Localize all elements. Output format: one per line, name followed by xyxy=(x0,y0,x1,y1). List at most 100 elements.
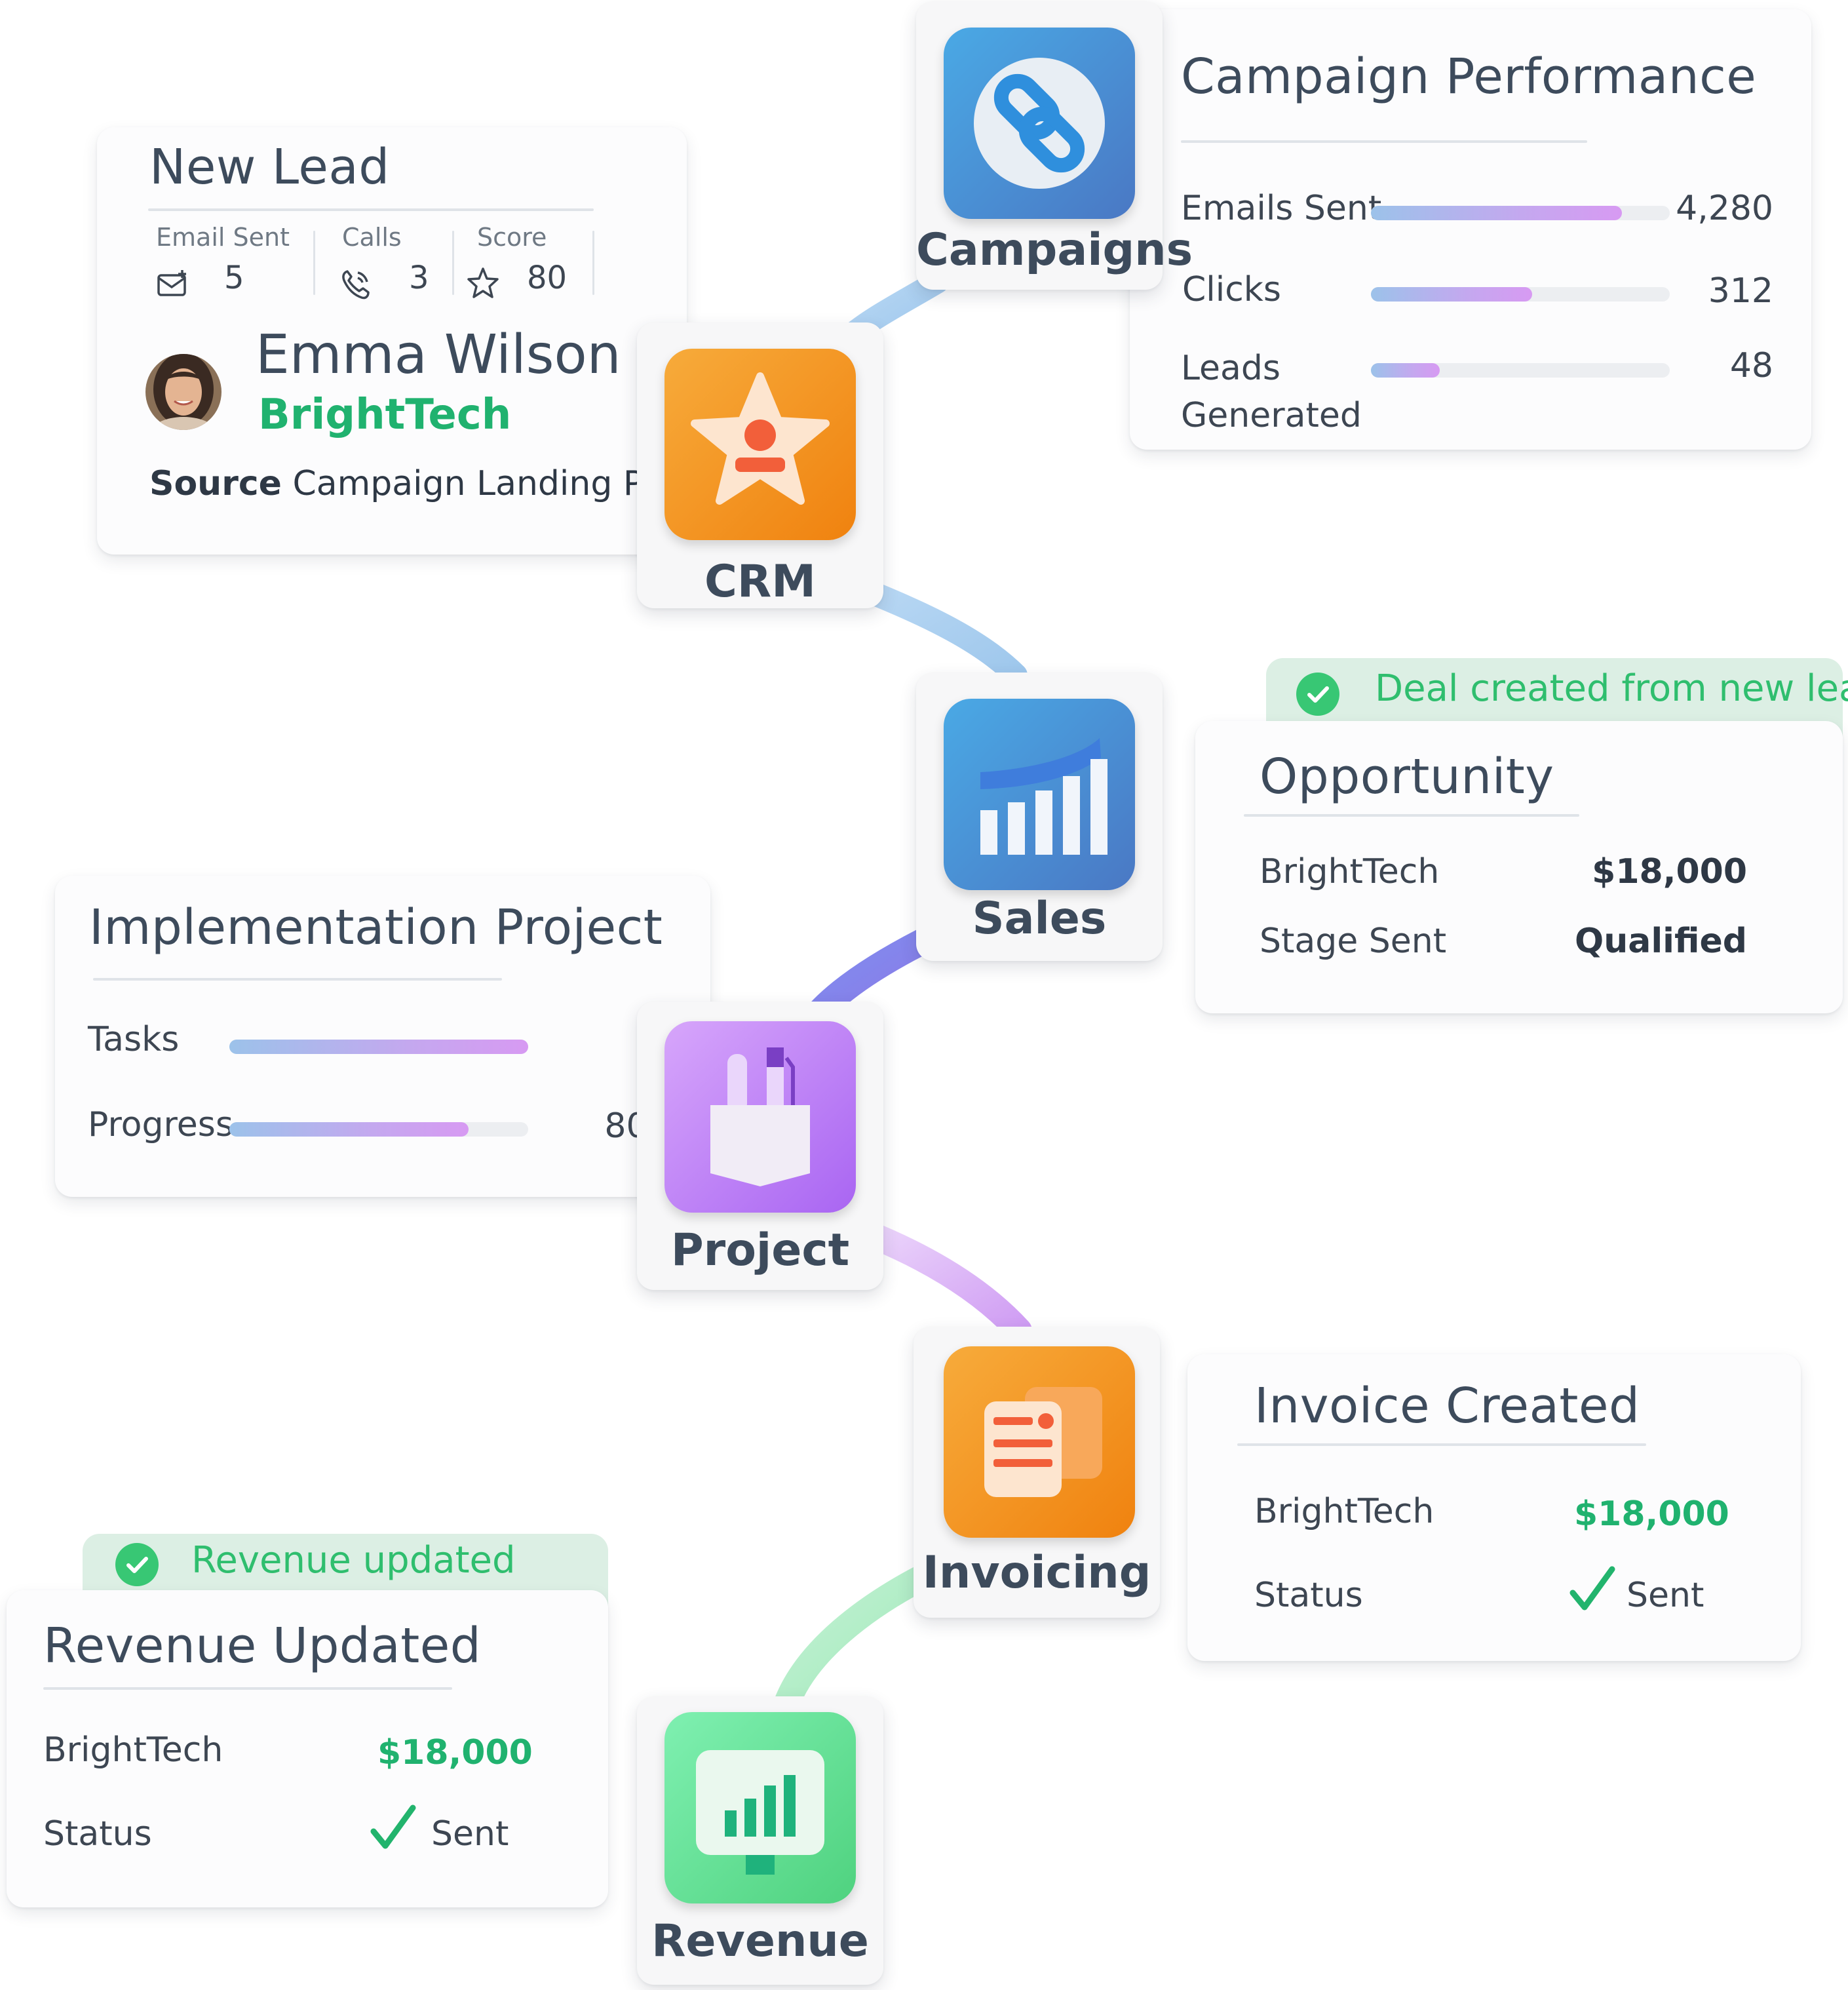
metric-label-leads-line2: Generated xyxy=(1181,396,1362,435)
metric-label-emails-sent: Emails Sent xyxy=(1181,189,1382,228)
project-bar-fill xyxy=(229,1040,528,1054)
link-icon xyxy=(974,58,1105,189)
project-label-tasks: Tasks xyxy=(88,1020,180,1059)
project-label-progress: Progress xyxy=(88,1105,233,1144)
invoice-status-value: Sent xyxy=(1627,1576,1704,1615)
stat-divider xyxy=(313,231,315,295)
title-divider xyxy=(1244,814,1579,817)
revenue-updated-card: Revenue Updated BrightTech $18,000 Statu… xyxy=(7,1590,608,1907)
checkmark-icon xyxy=(370,1805,416,1849)
monitor-chart-icon xyxy=(696,1750,824,1875)
campaigns-tile xyxy=(944,28,1135,219)
revenue-company: BrightTech xyxy=(43,1730,223,1770)
metric-bar-leads-generated xyxy=(1371,363,1670,378)
sales-tile xyxy=(944,699,1135,890)
campaign-performance-card: Campaign Performance Emails Sent 4,280 C… xyxy=(1130,9,1811,450)
invoice-amount: $18,000 xyxy=(1574,1494,1729,1534)
mail-icon xyxy=(157,270,186,296)
node-revenue[interactable]: Revenue xyxy=(637,1696,883,1985)
company-name: BrightTech xyxy=(258,391,512,439)
stat-value-email-sent: 5 xyxy=(224,260,244,296)
metric-bar-emails-sent xyxy=(1371,206,1670,220)
title-divider xyxy=(1237,1443,1646,1446)
node-crm[interactable]: CRM xyxy=(637,322,883,608)
stat-label-calls: Calls xyxy=(342,223,402,252)
new-lead-card: New Lead Email Sent Calls Score 5 3 80 E… xyxy=(97,127,706,555)
new-lead-title: New Lead xyxy=(149,139,390,195)
project-bar-fill xyxy=(229,1122,469,1137)
metric-value-clicks: 312 xyxy=(1708,271,1773,311)
invoice-created-card: Invoice Created BrightTech $18,000 Statu… xyxy=(1187,1354,1801,1661)
metric-bar-fill xyxy=(1371,363,1440,378)
folder-pencil-icon xyxy=(710,1047,810,1186)
stat-label-score: Score xyxy=(477,223,547,252)
invoice-status-label: Status xyxy=(1254,1576,1363,1615)
campaigns-label: Campaigns xyxy=(916,224,1193,276)
metric-bar-fill xyxy=(1371,206,1623,220)
metric-label-leads-line1: Leads xyxy=(1181,349,1281,388)
title-divider xyxy=(1181,140,1587,143)
project-tile xyxy=(664,1021,856,1213)
node-invoicing[interactable]: Invoicing xyxy=(914,1327,1160,1618)
implementation-project-title: Implementation Project xyxy=(89,899,663,956)
metric-bar-fill xyxy=(1371,287,1533,302)
star-icon xyxy=(467,267,499,298)
title-divider xyxy=(43,1687,452,1690)
stat-divider xyxy=(592,231,594,295)
revenue-status-label: Status xyxy=(43,1814,152,1854)
revenue-tile xyxy=(664,1712,856,1903)
connector-crm-sales xyxy=(853,578,1028,687)
invoicing-tile xyxy=(944,1346,1135,1538)
check-circle-icon xyxy=(1296,673,1339,716)
opportunity-amount: $18,000 xyxy=(1592,852,1747,891)
node-sales[interactable]: Sales xyxy=(916,673,1163,961)
invoice-company: BrightTech xyxy=(1254,1492,1434,1531)
invoicing-label: Invoicing xyxy=(922,1547,1151,1599)
invoice-icon xyxy=(984,1387,1102,1497)
revenue-label: Revenue xyxy=(651,1915,869,1967)
stat-value-score: 80 xyxy=(527,260,568,296)
source-value: Campaign Landing Page xyxy=(292,464,706,503)
check-circle-icon xyxy=(115,1543,159,1586)
crm-tile xyxy=(664,349,856,540)
opportunity-card: Opportunity BrightTech $18,000 Stage Sen… xyxy=(1195,721,1843,1013)
phone-icon xyxy=(342,270,370,300)
invoice-created-title: Invoice Created xyxy=(1254,1378,1640,1434)
stat-value-calls: 3 xyxy=(409,260,429,296)
connector-project-invoicing xyxy=(852,1219,1032,1344)
node-project[interactable]: Project xyxy=(637,1002,883,1290)
project-label: Project xyxy=(670,1224,850,1276)
stat-divider xyxy=(452,231,454,295)
source-label: Source xyxy=(149,464,282,503)
contact-name: Emma Wilson xyxy=(256,324,621,386)
connector-invoicing-revenue xyxy=(773,1560,944,1717)
crm-label: CRM xyxy=(704,556,816,608)
stat-label-email-sent: Email Sent xyxy=(156,223,290,252)
lead-source: Source Campaign Landing Page xyxy=(149,464,706,503)
title-divider xyxy=(148,208,594,211)
opportunity-company: BrightTech xyxy=(1260,852,1440,891)
deal-created-text: Deal created from new lead xyxy=(1375,667,1848,710)
title-divider xyxy=(93,978,502,981)
bar-chart-icon xyxy=(980,738,1107,855)
implementation-project-card: Implementation Project Tasks 12 Progress… xyxy=(55,876,710,1197)
sales-label: Sales xyxy=(972,893,1107,945)
project-bar-tasks xyxy=(229,1040,528,1054)
node-campaigns[interactable]: Campaigns xyxy=(916,1,1193,290)
revenue-updated-banner-text: Revenue updated xyxy=(191,1539,516,1582)
metric-value-emails-sent: 4,280 xyxy=(1676,189,1773,228)
checkmark-icon xyxy=(1569,1566,1615,1610)
revenue-amount: $18,000 xyxy=(377,1733,533,1772)
metric-value-leads-generated: 48 xyxy=(1729,346,1773,385)
metric-label-leads-generated: Leads Generated xyxy=(1181,345,1362,439)
star-person-icon xyxy=(691,372,830,505)
opportunity-stage-value: Qualified xyxy=(1575,922,1747,961)
metric-bar-clicks xyxy=(1371,287,1670,302)
campaign-performance-title: Campaign Performance xyxy=(1181,49,1757,105)
opportunity-title: Opportunity xyxy=(1260,749,1554,805)
revenue-updated-title: Revenue Updated xyxy=(43,1618,482,1674)
avatar xyxy=(145,354,221,430)
revenue-status-value: Sent xyxy=(431,1814,509,1854)
opportunity-stage-label: Stage Sent xyxy=(1260,922,1447,961)
deal-created-banner: Deal created from new lead xyxy=(1266,658,1848,737)
